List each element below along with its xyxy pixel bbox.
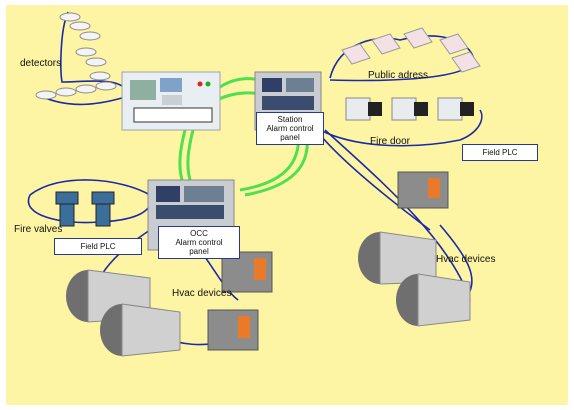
- station-panel-line1: Station: [277, 115, 303, 124]
- fire-valves-label: Fire valves: [14, 224, 63, 235]
- field-plc-right-label: Field PLC: [482, 148, 518, 157]
- field-plc-right-box: Field PLC: [462, 144, 538, 161]
- occ-panel-line3: panel: [189, 247, 209, 256]
- hvac-devices-left-label: Hvac devices: [172, 288, 232, 299]
- occ-panel-line1: OCC: [190, 229, 208, 238]
- public-address-label: Public adress: [368, 70, 429, 81]
- field-plc-left-box: Field PLC: [54, 238, 142, 255]
- occ-panel-caption: OCC Alarm control panel: [158, 226, 240, 259]
- detectors-icon: [35, 12, 117, 100]
- central-fire-panel-icon: [121, 71, 221, 131]
- station-panel-line3: panel: [280, 133, 300, 142]
- fire-door-label: Fire door: [370, 136, 411, 147]
- hvac-devices-right-icon: [358, 171, 471, 327]
- station-panel-caption: Station Alarm control panel: [256, 112, 324, 145]
- fire-valves-icon: [55, 191, 115, 227]
- occ-panel-line2: Alarm control: [175, 238, 223, 247]
- station-panel-line2: Alarm control: [266, 124, 314, 133]
- field-plc-left-label: Field PLC: [80, 242, 116, 251]
- detectors-label: detectors: [20, 58, 62, 69]
- hvac-devices-right-label: Hvac devices: [436, 254, 496, 265]
- public-address-speakers-icon: [341, 27, 481, 73]
- fire-door-actuators-icon: [345, 97, 474, 121]
- hvac-devices-left-icon: [66, 251, 273, 357]
